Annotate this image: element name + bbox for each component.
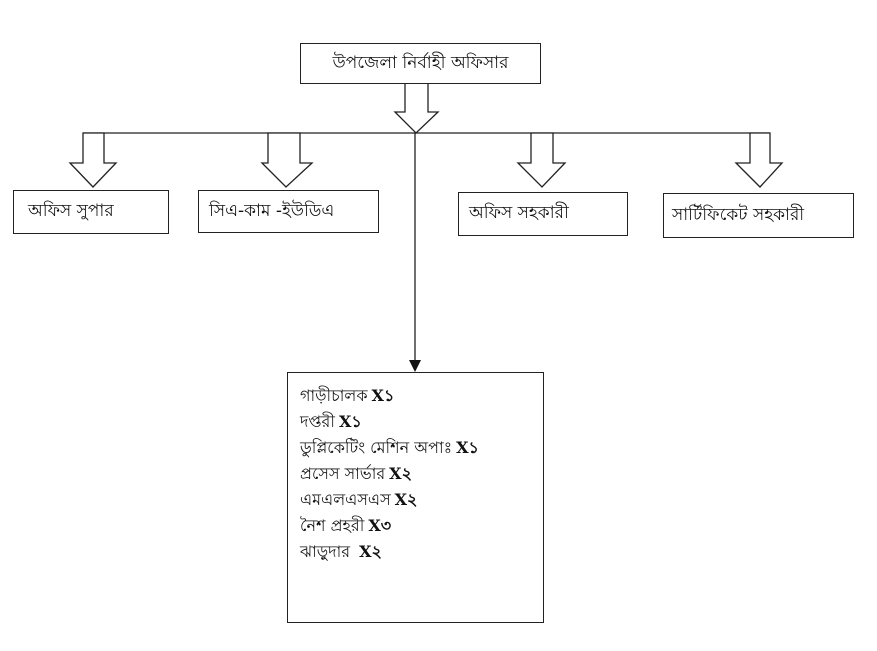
hollow-arrow-2 — [260, 132, 314, 188]
box-label: অফিস সহকারী — [469, 203, 569, 223]
staff-label: এমএলএসএস — [300, 490, 391, 509]
staff-qty: X১ — [456, 438, 479, 457]
box-label: সার্টিফিকেট সহকারী — [672, 204, 805, 225]
arrowhead-down — [409, 360, 421, 372]
box-ca-cum-uda: সিএ-কাম -ইউডিএ — [198, 190, 379, 233]
staff-item: ঝাড়ুদার X২ — [300, 539, 543, 565]
hollow-arrow-3 — [516, 132, 567, 188]
staff-label: প্রসেস সার্ভার — [300, 464, 386, 483]
staff-qty: X২ — [359, 542, 382, 561]
box-office-assistant: অফিস সহকারী — [458, 192, 628, 236]
box-certificate-assistant: সার্টিফিকেট সহকারী — [663, 193, 854, 238]
staff-label: ডুপ্লিকেটিং মেশিন অপাঃ — [300, 438, 453, 457]
hollow-arrow-4 — [734, 132, 784, 188]
staff-label: গাড়ীচালক — [300, 386, 368, 405]
box-office-super: অফিস সুপার — [13, 190, 169, 234]
staff-qty: X১ — [371, 386, 395, 405]
staff-qty: X২ — [389, 464, 412, 483]
staff-label: দপ্তরী — [300, 412, 335, 431]
hollow-arrow-1 — [68, 132, 118, 188]
staff-item: দপ্তরীX১ — [300, 409, 543, 435]
staff-label: ঝাড়ুদার — [300, 542, 356, 561]
staff-item: ডুপ্লিকেটিং মেশিন অপাঃX১ — [300, 435, 543, 461]
top-box-label: উপজেলা নির্বাহী অফিসার — [332, 52, 509, 73]
top-box-upazila-nirbahi-officer: উপজেলা নির্বাহী অফিসার — [300, 43, 541, 84]
box-label: অফিস সুপার — [28, 201, 114, 221]
staff-qty: X২ — [394, 490, 418, 509]
staff-qty: X৩ — [368, 516, 392, 535]
staff-label: নৈশ প্রহরী — [300, 516, 365, 535]
box-label: সিএ-কাম -ইউডিএ — [209, 200, 335, 221]
staff-item: নৈশ প্রহরীX৩ — [300, 513, 543, 539]
staff-qty: X১ — [338, 412, 362, 431]
hollow-arrow-top — [393, 82, 440, 134]
